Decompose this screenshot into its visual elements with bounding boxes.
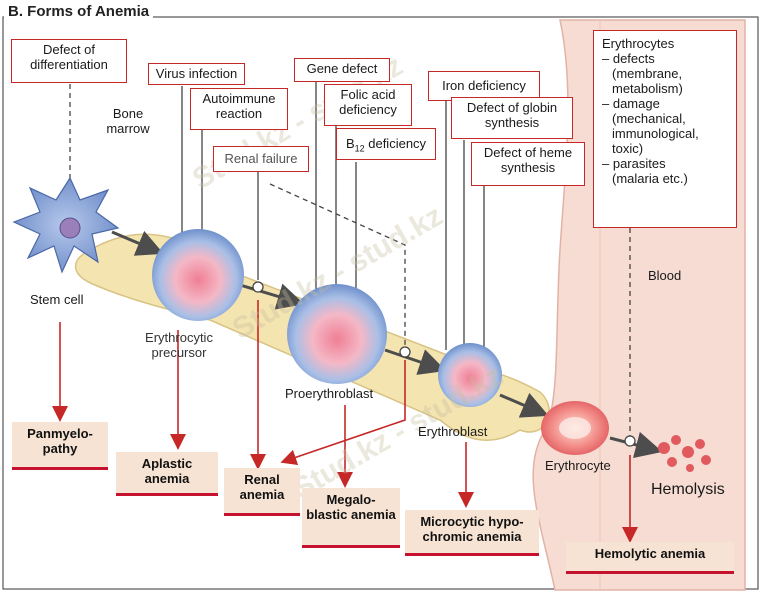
erythrocytes-cause-line: metabolism) xyxy=(612,81,683,96)
label-bone-marrow: Bone marrow xyxy=(106,106,150,136)
erythrocyte-center xyxy=(559,417,591,439)
erythrocytes-heading: Erythrocytes xyxy=(602,36,675,51)
hemolysis-fragments xyxy=(658,435,711,472)
b12-rest: deficiency xyxy=(364,136,427,151)
label-erythrocytic-precursor: Erythrocytic precursor xyxy=(145,330,213,360)
result-arrows xyxy=(52,300,638,543)
figure-title: B. Forms of Anemia xyxy=(4,3,154,20)
cause-virus-infection: Virus infection xyxy=(148,63,245,85)
cause-heme-synthesis-defect: Defect of heme synthesis xyxy=(471,142,585,186)
erythrocytes-cause-line: toxic) xyxy=(612,141,644,156)
anemia-microcytic-hypochromic: Microcytic hypo- chromic anemia xyxy=(405,510,539,556)
leader-lines xyxy=(69,82,631,440)
cause-defect-differentiation: Defect of differentiation xyxy=(11,39,127,83)
label-blood: Blood xyxy=(648,268,682,283)
frame-border xyxy=(2,16,759,590)
cause-folic-acid-deficiency: Folic acid deficiency xyxy=(324,84,412,126)
anemia-aplastic: Aplastic anemia xyxy=(116,452,218,496)
stem-cell-nucleus xyxy=(59,217,81,239)
anemia-renal: Renal anemia xyxy=(224,468,300,516)
cause-gene-defect: Gene defect xyxy=(294,58,390,82)
anemia-panmyelopathy: Panmyelo- pathy xyxy=(12,422,108,470)
maturation-arrows xyxy=(111,230,663,459)
cause-autoimmune-reaction: Autoimmune reaction xyxy=(190,88,288,130)
anemia-megaloblastic: Megalo- blastic anemia xyxy=(302,488,400,548)
cause-b12-deficiency: B12 deficiency xyxy=(336,128,436,160)
erythrocytes-cause-line: (membrane, xyxy=(612,66,683,81)
label-stem-cell: Stem cell xyxy=(30,292,84,307)
erythrocytes-cause-line: (mechanical, xyxy=(612,111,686,126)
cause-renal-failure: Renal failure xyxy=(213,146,309,172)
anemia-hemolytic: Hemolytic anemia xyxy=(566,542,734,574)
label-proerythroblast: Proerythroblast xyxy=(285,386,374,401)
label-erythroblast: Erythroblast xyxy=(418,424,488,439)
erythrocytes-cause-line: – defects xyxy=(602,51,655,66)
label-erythrocyte: Erythrocyte xyxy=(545,458,611,473)
cause-erythrocytes-box: Erythrocytes – defects(membrane,metaboli… xyxy=(593,30,737,228)
erythrocytes-cause-list: – defects(membrane,metabolism)– damage(m… xyxy=(602,51,728,186)
erythroblast-cell xyxy=(438,343,502,407)
erythrocytes-cause-line: – damage xyxy=(602,96,660,111)
cause-globin-synthesis-defect: Defect of globin synthesis xyxy=(451,97,573,139)
erythrocytes-cause-line: – parasites xyxy=(602,156,666,171)
b12-letter: B xyxy=(345,136,355,151)
block-markers xyxy=(252,281,636,447)
label-hemolysis: Hemolysis xyxy=(651,481,725,498)
erythrocytes-cause-line: immunological, xyxy=(612,126,699,141)
proerythroblast-cell xyxy=(287,284,387,384)
erythrocytic-precursor-cell xyxy=(152,229,244,321)
b12-subscript: 12 xyxy=(354,143,365,154)
erythrocytes-cause-line: (malaria etc.) xyxy=(612,171,688,186)
